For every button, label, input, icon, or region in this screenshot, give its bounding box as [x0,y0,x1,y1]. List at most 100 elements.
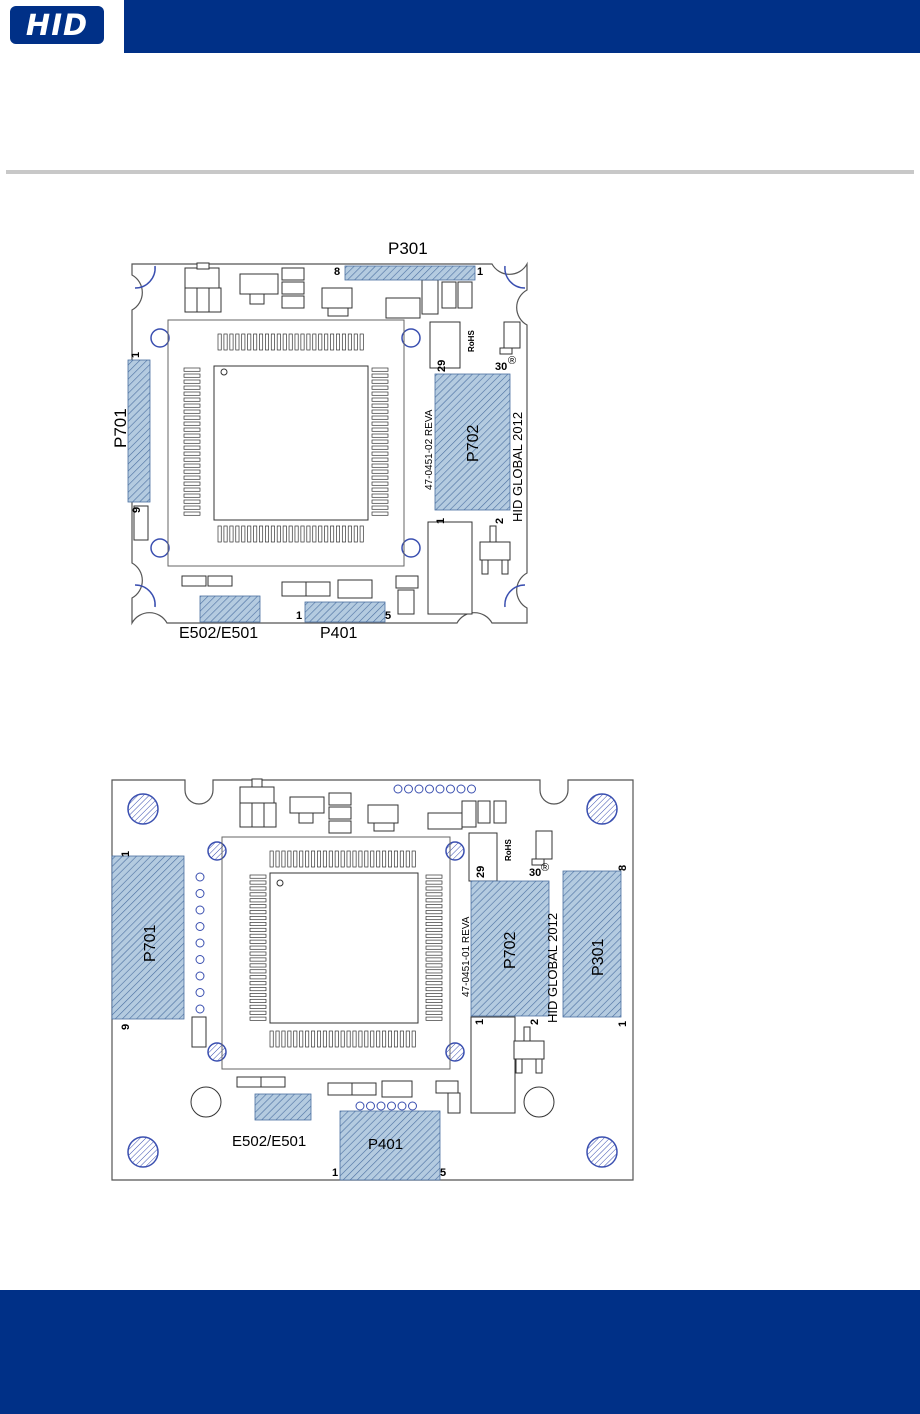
cpu-pin [426,893,442,896]
cpu-pin [329,1031,332,1047]
cpu-pin [295,526,298,542]
label-p702: P702 [465,425,482,462]
cpu-pin [218,526,221,542]
header-pin [356,1102,364,1110]
cpu-pin [372,398,388,401]
cpu-pin [184,428,200,431]
cpu-pin [300,1031,303,1047]
cpu-pin [426,987,442,990]
cpu-pin [353,1031,356,1047]
cpu-pin [372,464,388,467]
silk-copyright: HID GLOBAL 2012 [545,913,560,1023]
cpu-pin [248,526,251,542]
cpu-pin [265,334,268,350]
cpu-pin [282,1031,285,1047]
cpu-pin [184,434,200,437]
cpu-pin [184,392,200,395]
silk-part-number: 47-0451-01 REVA [461,916,472,997]
hid-logo: HID [10,6,104,44]
cpu-pin [372,368,388,371]
cpu-pin [313,334,316,350]
connector-p401 [305,602,385,622]
cpu-pin [426,875,442,878]
cpu-pin [329,851,332,867]
cpu-pin [365,1031,368,1047]
cpu-pin [371,1031,374,1047]
cpu-pin [184,512,200,515]
cpu-pin [301,334,304,350]
cpu-pin [184,506,200,509]
cpu-pin [250,881,266,884]
cpu-pin [388,1031,391,1047]
header-pin [447,785,455,793]
header-pin [426,785,434,793]
cpu-pin [336,526,339,542]
cpu-pin [294,851,297,867]
cpu-pin [353,851,356,867]
cpu-pin [184,470,200,473]
cpu-pin [426,928,442,931]
header-pin [196,890,204,898]
label-p701: P701 [142,925,159,962]
cpu-pin [250,916,266,919]
cpu-pin [372,458,388,461]
pin-label: 9 [131,507,143,513]
cpu-pin [335,851,338,867]
rohs-mark: RoHS [504,839,513,861]
header-pin [196,972,204,980]
cpu-pin [294,1031,297,1047]
header-pin [405,785,413,793]
cpu-pin [289,334,292,350]
cpu-pin [426,1017,442,1020]
cpu-pin [271,526,274,542]
cpu-pin [372,446,388,449]
label-p701: P701 [111,408,130,448]
cpu-pin [300,851,303,867]
cpu-pin [426,970,442,973]
cpu-pin [347,851,350,867]
cpu-pin [372,410,388,413]
header-pin [196,923,204,931]
silk-part-number: 47-0451-02 REVA [424,409,435,490]
cpu-pin [335,1031,338,1047]
cpu-pin [426,964,442,967]
pin-label: 1 [477,266,483,278]
cpu-pin [426,993,442,996]
cpu-chip [270,873,418,1023]
cpu-pin [259,526,262,542]
cpu-pin [259,334,262,350]
pin-label: 9 [120,1024,132,1030]
header-pin [196,906,204,914]
cpu-pin [265,526,268,542]
cpu-pin [270,851,273,867]
cpu-pin [426,952,442,955]
cpu-pin [372,416,388,419]
header-pin [196,873,204,881]
label-p301: P301 [388,239,428,258]
cpu-pin [342,526,345,542]
cpu-pin [307,526,310,542]
cpu-pin [372,512,388,515]
label-p401: P401 [320,625,357,642]
cpu-pin [277,526,280,542]
pin-label: 1 [435,518,447,524]
pin-label: 2 [529,1019,541,1025]
cpu-pin [372,452,388,455]
label-e502: E502/E501 [232,1133,306,1150]
cpu-pin [250,875,266,878]
pin-label: 1 [130,352,142,358]
cpu-pin [250,952,266,955]
cpu-pin [426,946,442,949]
cpu-pin [184,416,200,419]
cpu-pin [426,911,442,914]
cpu-pin [354,526,357,542]
cpu-pin [254,334,257,350]
cpu-pin [372,428,388,431]
cpu-pin [348,334,351,350]
cpu-pin [330,334,333,350]
pin-label: 8 [617,865,629,871]
cpu-pin [372,422,388,425]
cpu-pin [184,446,200,449]
cpu-pin [372,440,388,443]
cpu-pin [426,999,442,1002]
